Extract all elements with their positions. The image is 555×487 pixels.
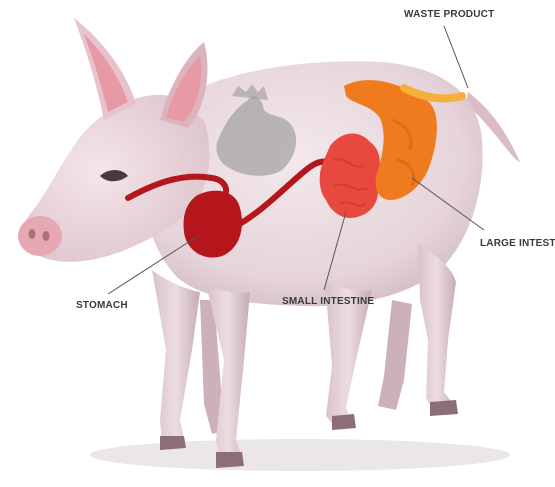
label-stomach: STOMACH — [76, 300, 128, 311]
nostril-icon — [43, 231, 50, 241]
hoof — [332, 414, 356, 430]
hoof — [160, 436, 186, 450]
label-small-intestine: SMALL INTESTINE — [282, 296, 374, 307]
front-leg-left — [152, 270, 200, 446]
label-large-intestine: LARGE INTESTINE — [480, 238, 555, 249]
hoof — [216, 452, 244, 468]
label-waste-product: WASTE PRODUCT — [404, 9, 494, 20]
leader-line-waste — [444, 26, 468, 88]
hoof — [430, 400, 458, 416]
snout — [18, 216, 62, 256]
stomach-organ — [184, 191, 242, 258]
ground-shadow — [90, 439, 510, 471]
far-hind-leg — [378, 300, 412, 410]
nostril-icon — [29, 229, 36, 239]
hind-leg-right — [418, 244, 456, 414]
